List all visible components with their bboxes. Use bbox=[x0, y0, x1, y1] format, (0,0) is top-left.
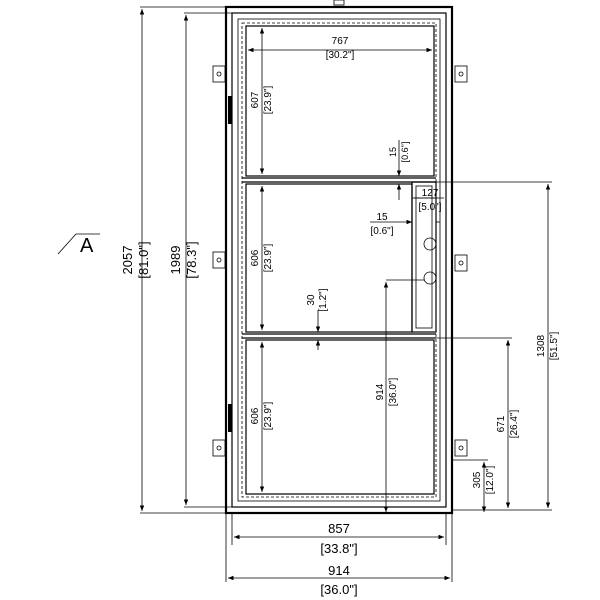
dim-lock-box-top: 1308 bbox=[536, 334, 547, 357]
dim-overall-width: 914 bbox=[328, 563, 350, 578]
top-panel bbox=[245, 25, 435, 177]
rails bbox=[242, 177, 436, 339]
dim-mid-rail: 30 bbox=[306, 294, 317, 306]
dim-door-height-in: [78.3"] bbox=[184, 241, 199, 278]
hinges bbox=[228, 96, 232, 432]
panels bbox=[245, 25, 435, 495]
dim-handle-height-in: [36.0"] bbox=[388, 377, 399, 406]
dim-door-width-in: [33.8"] bbox=[320, 541, 357, 556]
dim-bottom-rail-in: [12.0"] bbox=[485, 465, 496, 494]
dim-overall-height-lines bbox=[139, 6, 226, 514]
dim-panel-width: 767 bbox=[332, 36, 349, 47]
dim-bottom-panel-height: 606 bbox=[250, 407, 261, 424]
dim-door-height: 1989 bbox=[168, 246, 183, 275]
dim-door-width: 857 bbox=[328, 521, 350, 536]
dim-lock-offset-in: [0.6"] bbox=[370, 226, 393, 237]
top-hinge-tab bbox=[333, 0, 345, 6]
dim-bottom-panel-height-in: [23.9"] bbox=[263, 401, 274, 430]
dim-lock-box-width: 127 bbox=[422, 188, 439, 199]
dim-rail-gap-top-in: [0.6"] bbox=[400, 142, 410, 163]
dim-mid-rail-in: [1.2"] bbox=[318, 288, 329, 311]
dim-mid-panel-height-in: [23.9"] bbox=[263, 243, 274, 272]
dim-rail-gap-top: 15 bbox=[388, 147, 398, 157]
dim-lock-box-top-in: [51.5"] bbox=[549, 331, 560, 360]
view-label-text: A bbox=[80, 235, 94, 257]
lock-box bbox=[411, 181, 437, 333]
dim-lock-box-width-in: [5.0"] bbox=[418, 202, 441, 213]
anchor-clips bbox=[212, 65, 468, 457]
dim-handle-height: 914 bbox=[375, 383, 386, 400]
dim-lock-box-bottom: 671 bbox=[496, 415, 507, 432]
dim-bottom-rail: 305 bbox=[472, 471, 483, 488]
bottom-panel bbox=[245, 339, 435, 495]
dim-lock-offset: 15 bbox=[376, 212, 388, 223]
dim-panel-width-in: [30.2"] bbox=[326, 50, 355, 61]
dim-overall-width-in: [36.0"] bbox=[320, 582, 357, 597]
view-label-a: A bbox=[57, 233, 100, 257]
dim-top-panel-height-in: [23.9"] bbox=[263, 85, 274, 114]
dim-mid-panel-height: 606 bbox=[250, 249, 261, 266]
dim-overall-height-in: [81.0"] bbox=[136, 241, 151, 278]
dim-top-panel-height: 607 bbox=[250, 91, 261, 108]
dim-overall-height: 2057 bbox=[120, 246, 135, 275]
dim-door-height-lines bbox=[183, 12, 232, 508]
dim-lock-box-bottom-in: [26.4"] bbox=[509, 409, 520, 438]
